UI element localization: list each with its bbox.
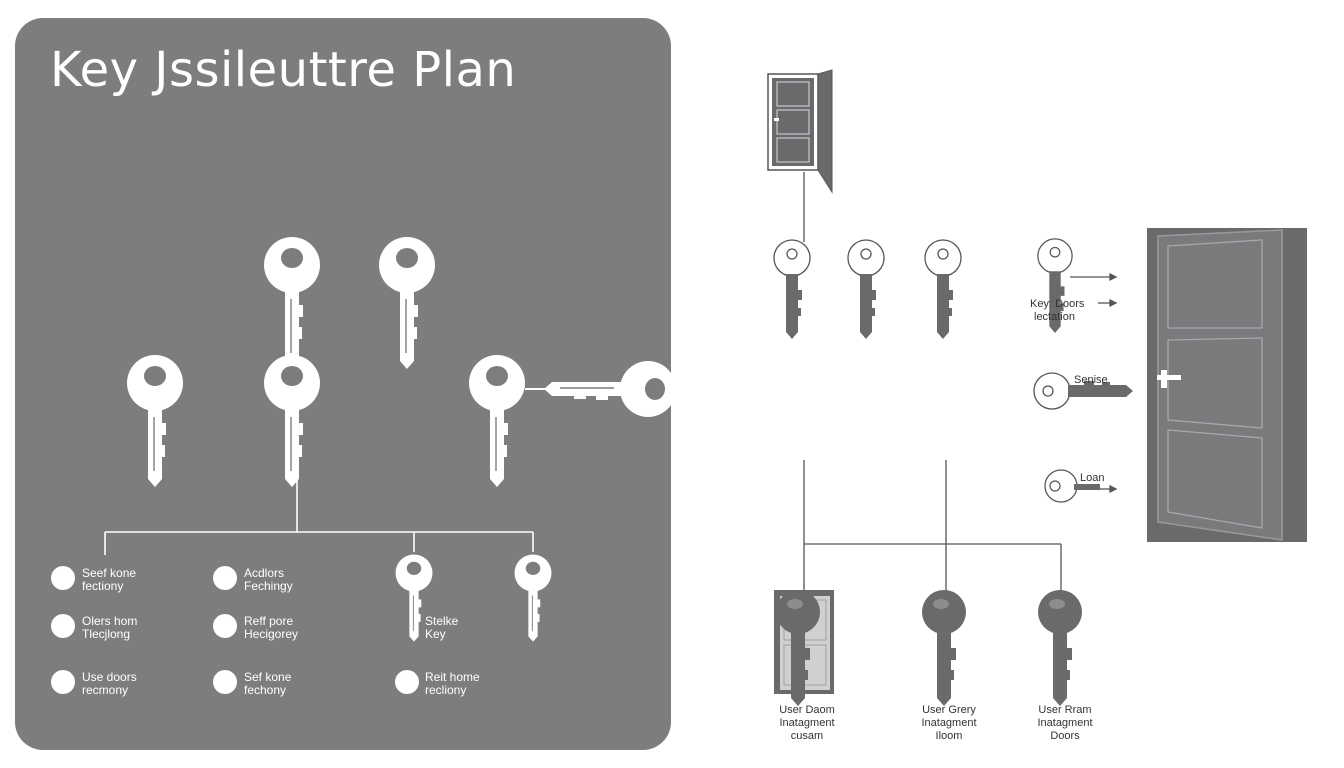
key-icon-outline-2 [847,239,885,340]
label-loan: Loan [1080,472,1105,484]
bullet-icon [51,614,75,638]
key-icon-mid-1 [126,354,184,488]
label-keys-doors: Key: Doors [1030,298,1085,310]
key-icon-top-1 [263,236,321,370]
tree-lines-right [803,460,1062,592]
label-lectation: lectation [1034,311,1075,323]
key-icon-outline-1 [773,239,811,340]
key-icon-outline-3 [924,239,962,340]
door-icon-large [1147,228,1307,542]
page-title: Key Jssileuttre Plan [50,42,517,98]
key-icon-dark-3 [1038,590,1082,706]
key-icon-mid-3 [468,354,526,488]
key-icon-top-2 [378,236,436,370]
key-icon-loan [1044,469,1100,503]
bullet-icon [51,670,75,694]
label-sense: Senise [1074,374,1108,386]
bullet-icon [395,670,419,694]
bullet-icon [51,566,75,590]
bullet-icon [213,614,237,638]
bullet-icon [213,566,237,590]
door-icon-open [767,69,833,194]
tree-lines [104,470,534,555]
bullet-circles [51,566,419,694]
bullet-icon [213,670,237,694]
key-icon-dark-2 [922,590,966,706]
key-icon-small-2 [514,554,552,643]
key-icon-sideways [543,360,677,418]
key-icon-mid-2 [263,354,321,488]
